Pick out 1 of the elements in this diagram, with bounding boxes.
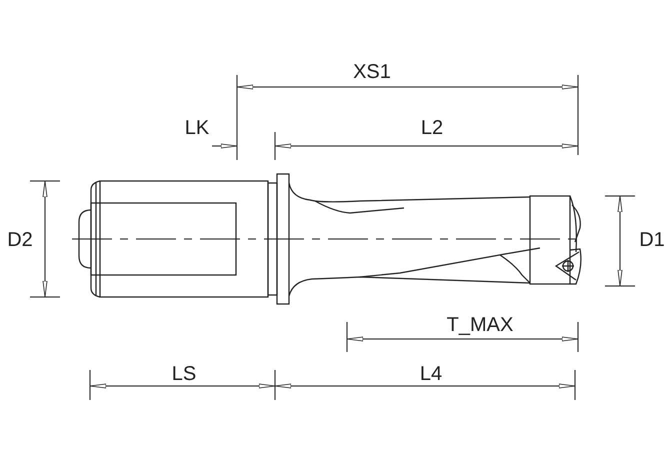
- dimension-label: T_MAX: [446, 315, 514, 335]
